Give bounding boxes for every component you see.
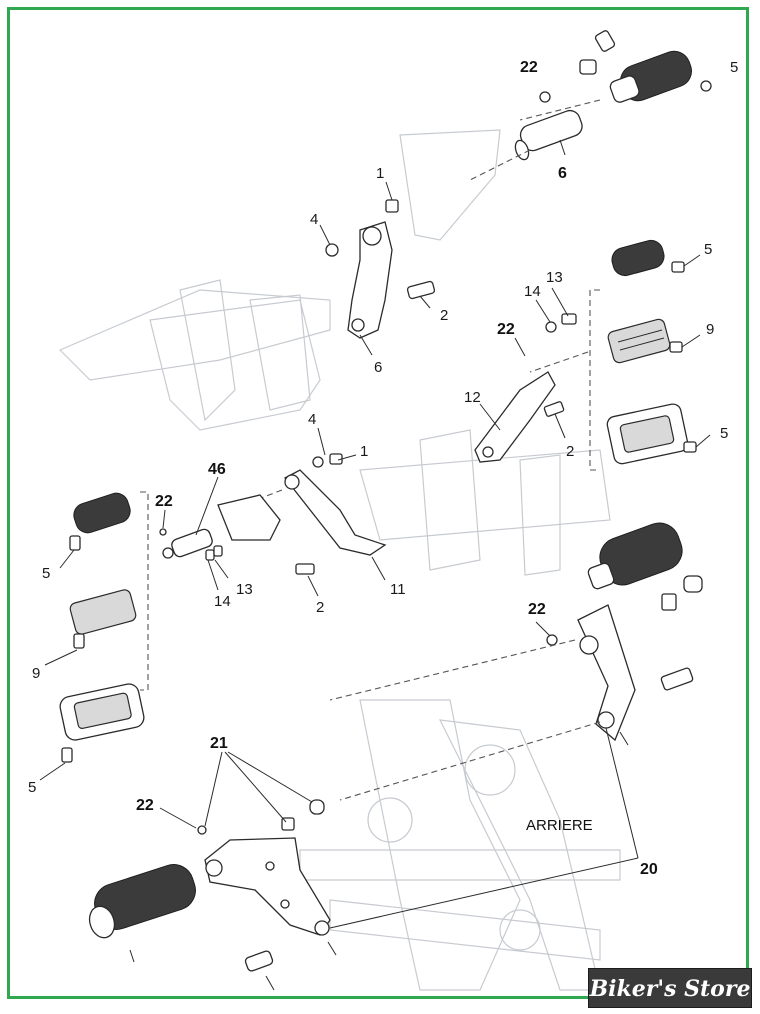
callout-22: 22 (155, 493, 173, 510)
callout-6: 6 (558, 165, 567, 182)
callout-9: 9 (706, 321, 714, 338)
callout-9: 9 (32, 665, 40, 682)
callout-22: 22 (528, 601, 546, 618)
callout-22: 22 (136, 797, 154, 814)
callout-1: 1 (360, 443, 368, 460)
callout-14: 14 (524, 283, 541, 300)
rear-passenger-assembly (88, 522, 703, 972)
callout-22: 22 (520, 59, 538, 76)
footpeg-rubber-bottom (88, 864, 196, 939)
callout-11: 11 (390, 581, 406, 598)
bikers-store-watermark: Biker's Store (588, 968, 752, 1008)
rear-area-label: ARRIERE (526, 817, 593, 834)
footpeg-rubber-right (611, 239, 665, 277)
rear-peg-bracket (204, 837, 331, 936)
callout-labels: 22 5 6 1 4 2 6 5 13 14 22 9 12 2 5 46 22… (28, 59, 738, 878)
callout-5: 5 (42, 565, 50, 582)
callout-13: 13 (546, 269, 563, 286)
footboard-left (59, 683, 145, 741)
callout-5: 5 (704, 241, 712, 258)
upper-footpeg-mount (325, 199, 436, 339)
footpeg-ribbed-right (607, 318, 671, 364)
callout-5: 5 (720, 425, 728, 442)
callout-5: 5 (28, 779, 36, 796)
callout-46: 46 (208, 461, 226, 478)
diagram-frame (7, 7, 749, 999)
callout-14: 14 (214, 593, 231, 610)
callout-12: 12 (464, 389, 481, 406)
callout-5: 5 (730, 59, 738, 76)
leader-lines (39, 139, 711, 991)
brake-lever-assembly (217, 453, 387, 575)
callout-6: 6 (374, 359, 382, 376)
footboard-right (606, 403, 689, 465)
peg-mount-46 (162, 528, 213, 559)
callout-20: 20 (640, 861, 658, 878)
right-footpeg-options (474, 239, 697, 471)
passenger-peg-arm-12 (474, 371, 556, 463)
callout-2: 2 (316, 599, 324, 616)
callout-4: 4 (310, 211, 318, 228)
footpeg-rubber-rear (587, 522, 683, 590)
top-footpeg-assembly (469, 30, 712, 181)
footpeg-rubber-top (609, 50, 692, 103)
motorcycle-frame-outline (58, 129, 621, 991)
callout-22: 22 (497, 321, 515, 338)
left-footpeg-options (59, 491, 223, 763)
callout-21: 21 (210, 735, 228, 752)
callout-2: 2 (440, 307, 448, 324)
footpeg-ribbed-left (69, 589, 137, 635)
callout-4: 4 (308, 411, 316, 428)
footpeg-rubber-left (73, 492, 131, 534)
callout-2: 2 (566, 443, 574, 460)
callout-13: 13 (236, 581, 253, 598)
callout-1: 1 (376, 165, 384, 182)
